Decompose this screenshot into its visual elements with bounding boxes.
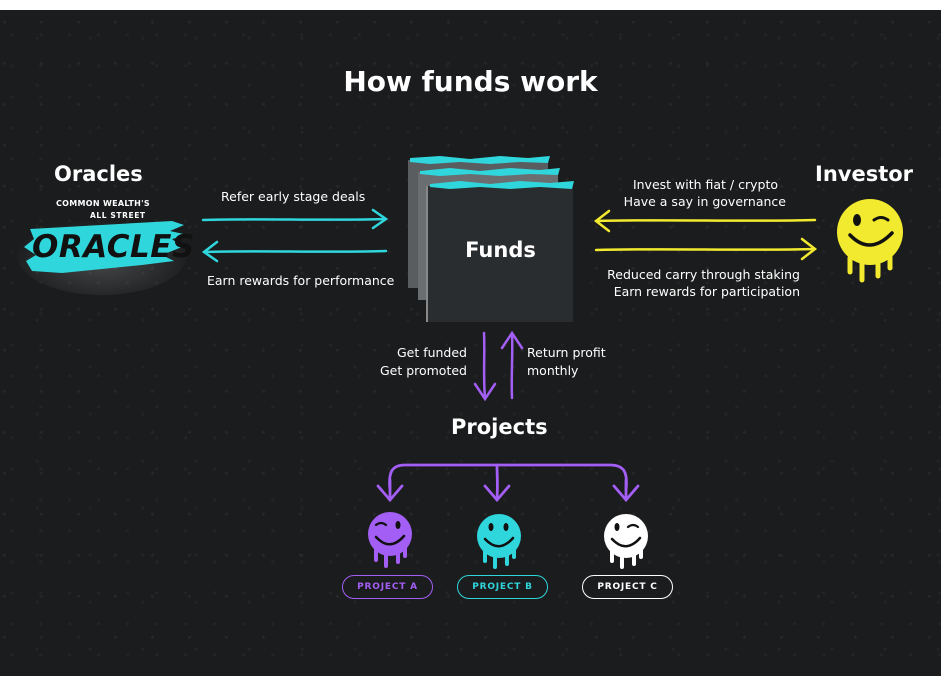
investor-smiley-icon	[837, 199, 903, 283]
funds-card: Funds	[428, 186, 573, 322]
diagram-canvas: How funds work Oracles COMMON WEALTH'S A…	[0, 10, 941, 676]
project-a-smiley-icon	[368, 512, 412, 568]
up-label-2: monthly	[527, 363, 579, 378]
project-a-label: PROJECT A	[357, 582, 418, 592]
logo-big-text: ORACLES	[32, 229, 195, 265]
page-title: How funds work	[343, 65, 598, 98]
projects-branch-arrow	[376, 463, 640, 503]
investor-in-label-1: Invest with fiat / crypto	[632, 177, 778, 192]
project-c-smiley-icon	[604, 514, 648, 569]
oracles-out-arrow	[201, 208, 389, 230]
investor-in-label-2: Have a say in governance	[623, 194, 786, 209]
oracles-logo-brush	[17, 215, 188, 295]
up-arrow	[500, 330, 524, 400]
oracles-in-label: Earn rewards for performance	[207, 273, 395, 288]
investor-out-label-2: Earn rewards for participation	[613, 284, 800, 299]
down-arrow	[473, 331, 497, 402]
oracles-in-arrow	[201, 240, 388, 263]
investor-out-label-1: Reduced carry through staking	[607, 267, 800, 282]
funds-brush-strokes	[410, 156, 574, 189]
projects-heading: Projects	[451, 415, 548, 439]
oracles-out-label: Refer early stage deals	[221, 189, 366, 204]
up-label-1: Return profit	[527, 345, 606, 360]
oracles-logo: COMMON WEALTH'S ALL STREET ORACLES	[17, 195, 195, 295]
investor-out-arrow	[594, 237, 818, 261]
down-label-1: Get funded	[396, 345, 467, 360]
oracles-heading: Oracles	[54, 162, 143, 186]
flow-arrows	[201, 199, 903, 569]
logo-mid-text: ALL STREET	[90, 211, 146, 220]
project-b-button[interactable]: PROJECT B	[457, 575, 548, 599]
investor-heading: Investor	[815, 162, 914, 186]
down-label-2: Get promoted	[379, 363, 467, 378]
logo-small-text: COMMON WEALTH'S	[56, 199, 150, 208]
project-c-label: PROJECT C	[597, 582, 658, 592]
project-c-button[interactable]: PROJECT C	[582, 575, 673, 599]
project-a-button[interactable]: PROJECT A	[342, 575, 433, 599]
investor-in-arrow	[593, 209, 817, 233]
project-b-smiley-icon	[477, 514, 521, 569]
funds-label: Funds	[465, 238, 536, 262]
project-b-label: PROJECT B	[472, 582, 533, 592]
